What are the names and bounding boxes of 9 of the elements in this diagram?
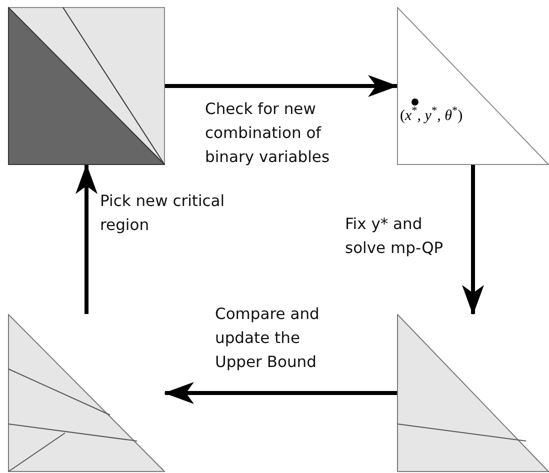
arrow <box>76 164 98 314</box>
arrow <box>164 382 397 404</box>
arrow <box>462 165 484 315</box>
coordinate-label: (x$^{*}$, y$^{*}$, θ$^{*}$) <box>400 105 463 126</box>
edge-label: Pick new critical region <box>100 191 226 236</box>
edge-label: Check for new combination of binary variables <box>205 99 331 168</box>
edge-label: Compare and update the Upper Bound <box>215 304 320 373</box>
arrow <box>165 75 398 97</box>
edge-label: Fix y* and solve mp-QP <box>345 214 444 259</box>
